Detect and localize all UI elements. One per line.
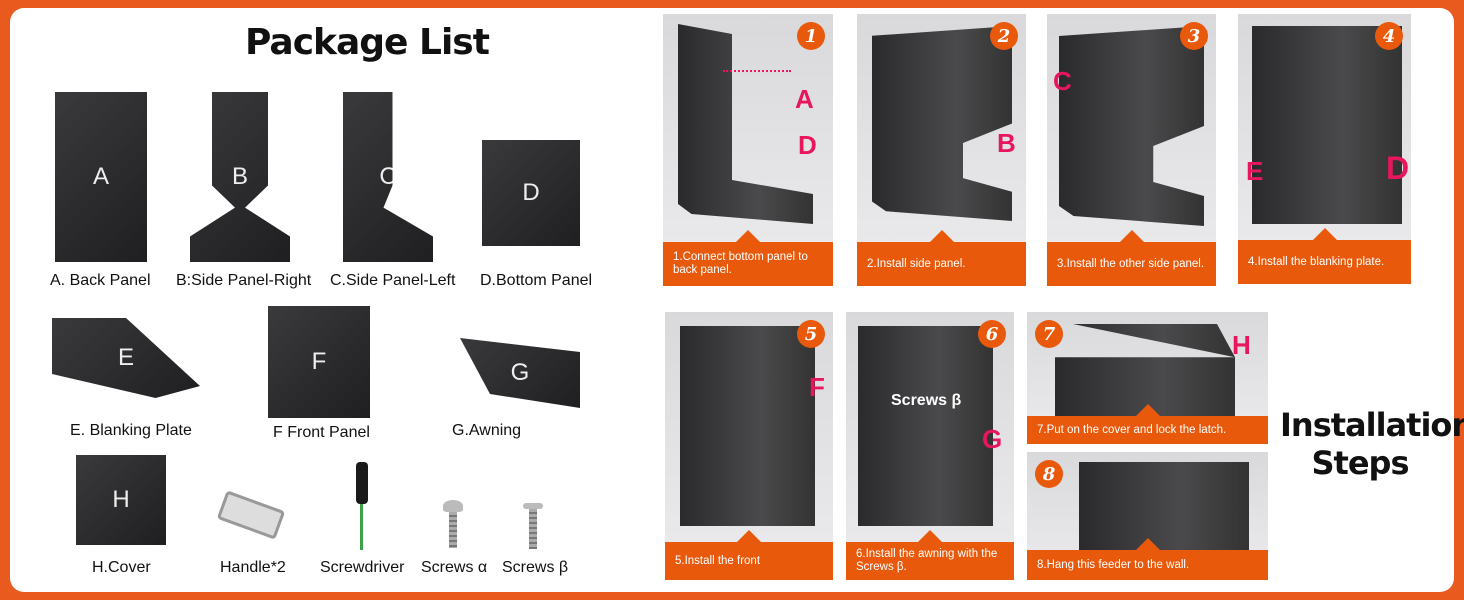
- feeder-image: [1059, 26, 1204, 226]
- part-label: H.Cover: [92, 559, 151, 576]
- installation-title-line1: Installation: [1280, 406, 1464, 444]
- step-caption: 7.Put on the cover and lock the latch.: [1027, 404, 1268, 444]
- step-card-8: 8 8.Hang this feeder to the wall.: [1027, 452, 1268, 580]
- part-label: G.Awning: [452, 422, 522, 439]
- part-label: Screwdriver: [320, 559, 405, 576]
- part-label: Handle*2: [220, 559, 286, 576]
- screwdriver-shaft: [360, 504, 363, 550]
- part-tag: B: [997, 128, 1016, 158]
- part-label: E. Blanking Plate: [70, 422, 192, 439]
- part-label: A. Back Panel: [50, 272, 151, 289]
- part-f: F: [268, 306, 370, 418]
- step-caption: 3.Install the other side panel.: [1047, 230, 1216, 286]
- part-tag: A: [795, 84, 814, 114]
- feeder-image: [678, 24, 813, 224]
- step-card-3: 3 C 3.Install the other side panel.: [1047, 14, 1216, 286]
- step-card-6: 6 Screws β G 6.Install the awning with t…: [846, 312, 1014, 580]
- part-label: F Front Panel: [273, 424, 370, 441]
- step-badge: 3: [1180, 22, 1208, 50]
- screw-beta-icon: [523, 503, 543, 509]
- feeder-image: [1079, 462, 1249, 552]
- step-badge: 7: [1035, 320, 1063, 348]
- step-caption: 8.Hang this feeder to the wall.: [1027, 538, 1268, 580]
- step-caption: 2.Install side panel.: [857, 230, 1026, 286]
- part-d: D: [482, 140, 580, 246]
- step-badge: 8: [1035, 460, 1063, 488]
- step-card-7: 7 H 7.Put on the cover and lock the latc…: [1027, 312, 1268, 444]
- part-label: D.Bottom Panel: [480, 272, 593, 289]
- part-label: Screws α: [421, 559, 488, 576]
- step-badge: 2: [990, 22, 1018, 50]
- step-caption: 1.Connect bottom panel to back panel.: [663, 230, 833, 286]
- step-card-2: 2 B 2.Install side panel.: [857, 14, 1026, 286]
- installation-steps-title: Installation Steps: [1280, 406, 1464, 482]
- step-badge: 5: [797, 320, 825, 348]
- part-tag: H: [1232, 330, 1251, 360]
- step-caption: 5.Install the front: [665, 530, 833, 580]
- step-card-1: 1 A D 1.Connect bottom panel to back pan…: [663, 14, 833, 286]
- part-label: Screws β: [502, 559, 569, 576]
- screwdriver-icon: [356, 462, 368, 504]
- part-label: C.Side Panel-Left: [330, 272, 456, 289]
- part-tag: D: [1386, 150, 1410, 186]
- part-tag: G: [982, 424, 1003, 454]
- package-list-title: Package List: [245, 22, 490, 63]
- step-caption: 6.Install the awning with the Screws β.: [846, 530, 1014, 580]
- step-badge: 4: [1375, 22, 1403, 50]
- part-label: B:Side Panel-Right: [176, 272, 312, 289]
- screw-beta-shaft: [529, 509, 537, 549]
- part-tag: E: [1246, 156, 1264, 186]
- part-h: H: [76, 455, 166, 545]
- step-caption: 4.Install the blanking plate.: [1238, 228, 1411, 284]
- screw-alpha-shaft: [449, 512, 457, 548]
- part-tag: D: [798, 130, 817, 160]
- feeder-image: [858, 326, 993, 526]
- step-card-5: 5 F 5.Install the front: [665, 312, 833, 580]
- part-a: A: [55, 92, 147, 262]
- part-tag: C: [1053, 66, 1072, 96]
- part-tag: F: [809, 372, 825, 402]
- installation-title-line2: Steps: [1311, 444, 1410, 482]
- step-card-4: 4 E D 4.Install the blanking plate.: [1238, 14, 1411, 284]
- feeder-image: [1252, 26, 1402, 224]
- screws-note: Screws β: [891, 392, 962, 409]
- pointer-line: [723, 70, 791, 72]
- step-badge: 1: [797, 22, 825, 50]
- step-badge: 6: [978, 320, 1006, 348]
- feeder-image: [872, 26, 1012, 221]
- feeder-image: [680, 326, 815, 526]
- screw-alpha-icon: [443, 500, 463, 512]
